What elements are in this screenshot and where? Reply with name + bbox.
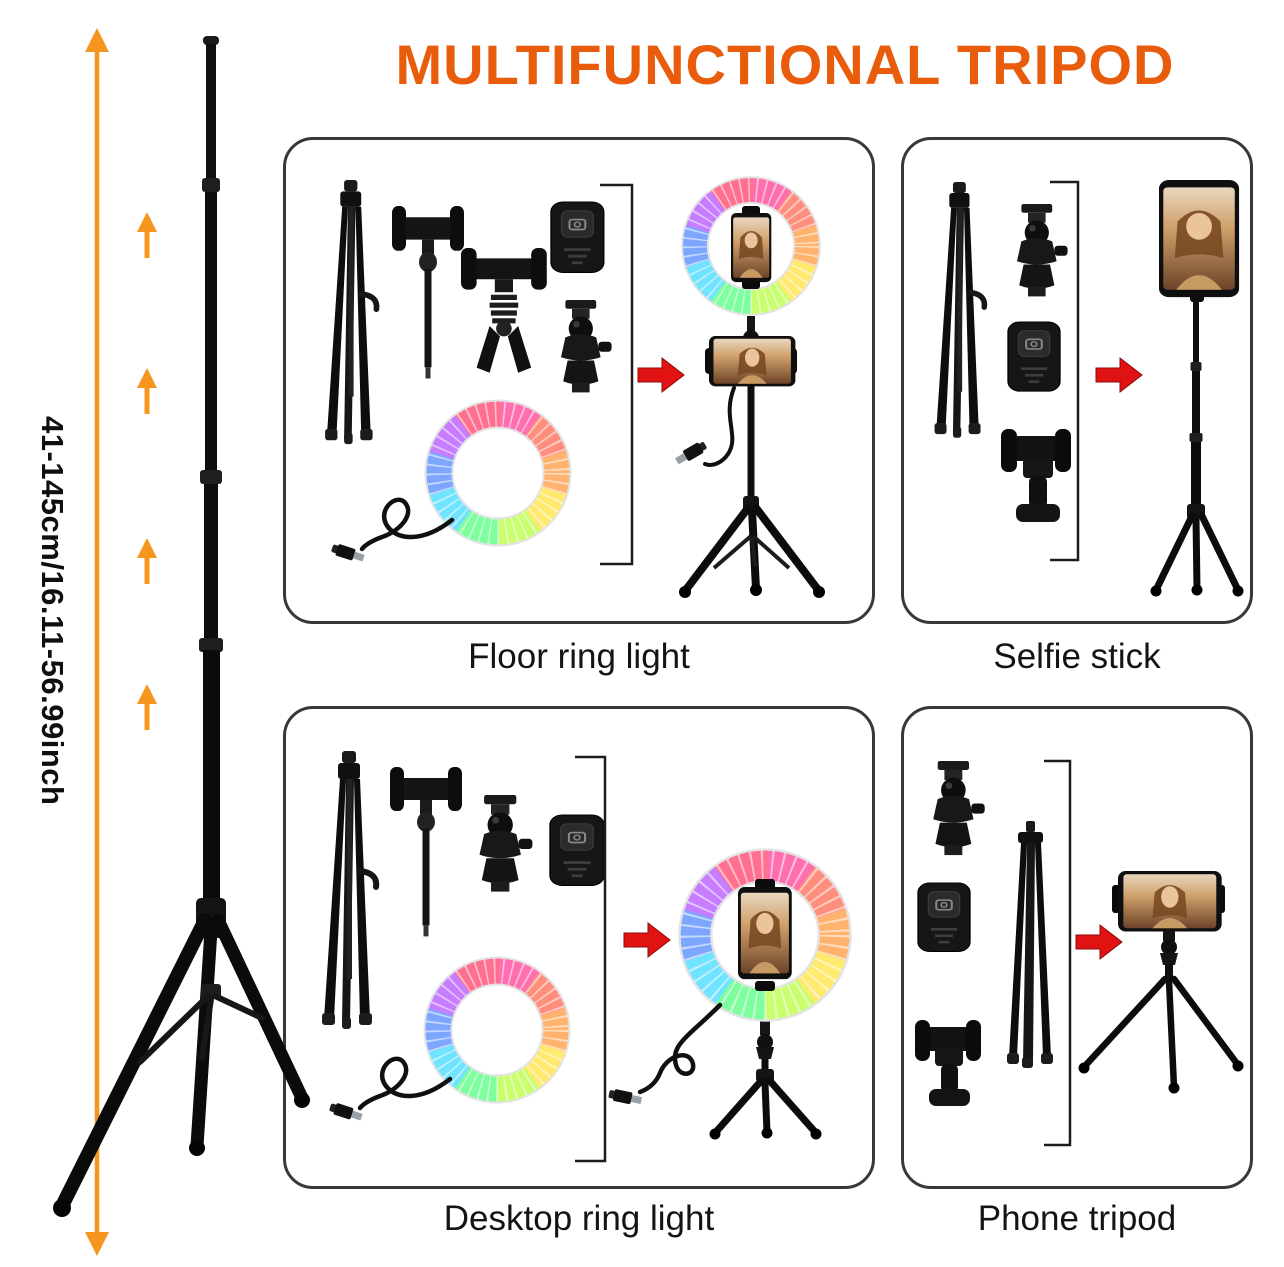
phone-tripod-diagram (915, 759, 1244, 1147)
height-range-label: 41-145cm/16.11-56.99inch (35, 416, 70, 806)
assemble-arrow-icon (1095, 357, 1143, 393)
usb-plug-icon (330, 542, 366, 564)
caption-phone-tripod: Phone tripod (977, 1199, 1177, 1238)
phone-screen (738, 887, 792, 980)
extend-up-arrow-icons (137, 212, 157, 730)
usb-cable (359, 497, 455, 552)
bluetooth-remote-icon (548, 813, 606, 887)
floor-ring-light-diagram (286, 140, 872, 598)
phone-clip-icon (392, 206, 464, 379)
phone-clip-icon (390, 767, 462, 937)
panel-floor-ring-light (283, 137, 875, 624)
spring-clamp-icon (461, 248, 547, 373)
group-bracket (1050, 180, 1080, 562)
phone-screen (1159, 180, 1240, 298)
assemble-arrow-icon (637, 357, 685, 393)
group-bracket (575, 755, 607, 1163)
usb-cable (357, 1056, 453, 1111)
ball-head-icon (1017, 204, 1068, 297)
folded-tripod-icon (325, 180, 376, 444)
caption-floor-ring-light: Floor ring light (468, 637, 690, 676)
desktop-ring-light-diagram (286, 709, 872, 1163)
usb-plug-icon (328, 1101, 364, 1123)
assemble-arrow-icon (623, 922, 671, 958)
group-bracket (600, 183, 634, 566)
selfie-stick-diagram (904, 140, 1244, 597)
phone-holder-icon (915, 1020, 981, 1106)
folded-tripod-icon (935, 182, 985, 438)
folded-tripod-icon (322, 751, 376, 1029)
bluetooth-remote-icon (1007, 321, 1061, 393)
assembled-floor-ring-light (674, 177, 825, 598)
page-title: MULTIFUNCTIONAL TRIPOD (395, 33, 1175, 96)
phone-holder-icon (1001, 429, 1071, 522)
ball-head-icon (479, 795, 533, 892)
phone-screen (731, 213, 772, 283)
bluetooth-remote-icon (917, 882, 971, 953)
assembled-phone-tripod (1078, 871, 1244, 1094)
mini-tripod-folded-icon (1007, 821, 1053, 1068)
ball-head-icon (933, 761, 985, 856)
ball-head-icon (561, 300, 612, 393)
panel-selfie-stick (901, 137, 1253, 624)
phone-screen (1118, 871, 1222, 932)
light-stand-pole (196, 36, 226, 938)
phone-screen (709, 336, 796, 387)
assemble-arrow-icon (1075, 924, 1123, 960)
usb-plug-icon (607, 1087, 643, 1107)
panel-phone-tripod (901, 706, 1253, 1189)
assembled-desktop-ring-light (607, 849, 851, 1140)
ring-light-icon (328, 958, 569, 1123)
panel-desktop-ring-light (283, 706, 875, 1189)
caption-desktop-ring-light: Desktop ring light (443, 1199, 715, 1238)
ring-light-icon (330, 401, 570, 564)
bluetooth-remote-icon (550, 201, 605, 274)
group-bracket (1044, 759, 1072, 1147)
assembled-selfie-stick (1150, 180, 1244, 597)
height-range-arrow-icon (85, 28, 109, 1256)
light-stand-legs (53, 913, 310, 1217)
caption-selfie-stick: Selfie stick (993, 637, 1161, 676)
